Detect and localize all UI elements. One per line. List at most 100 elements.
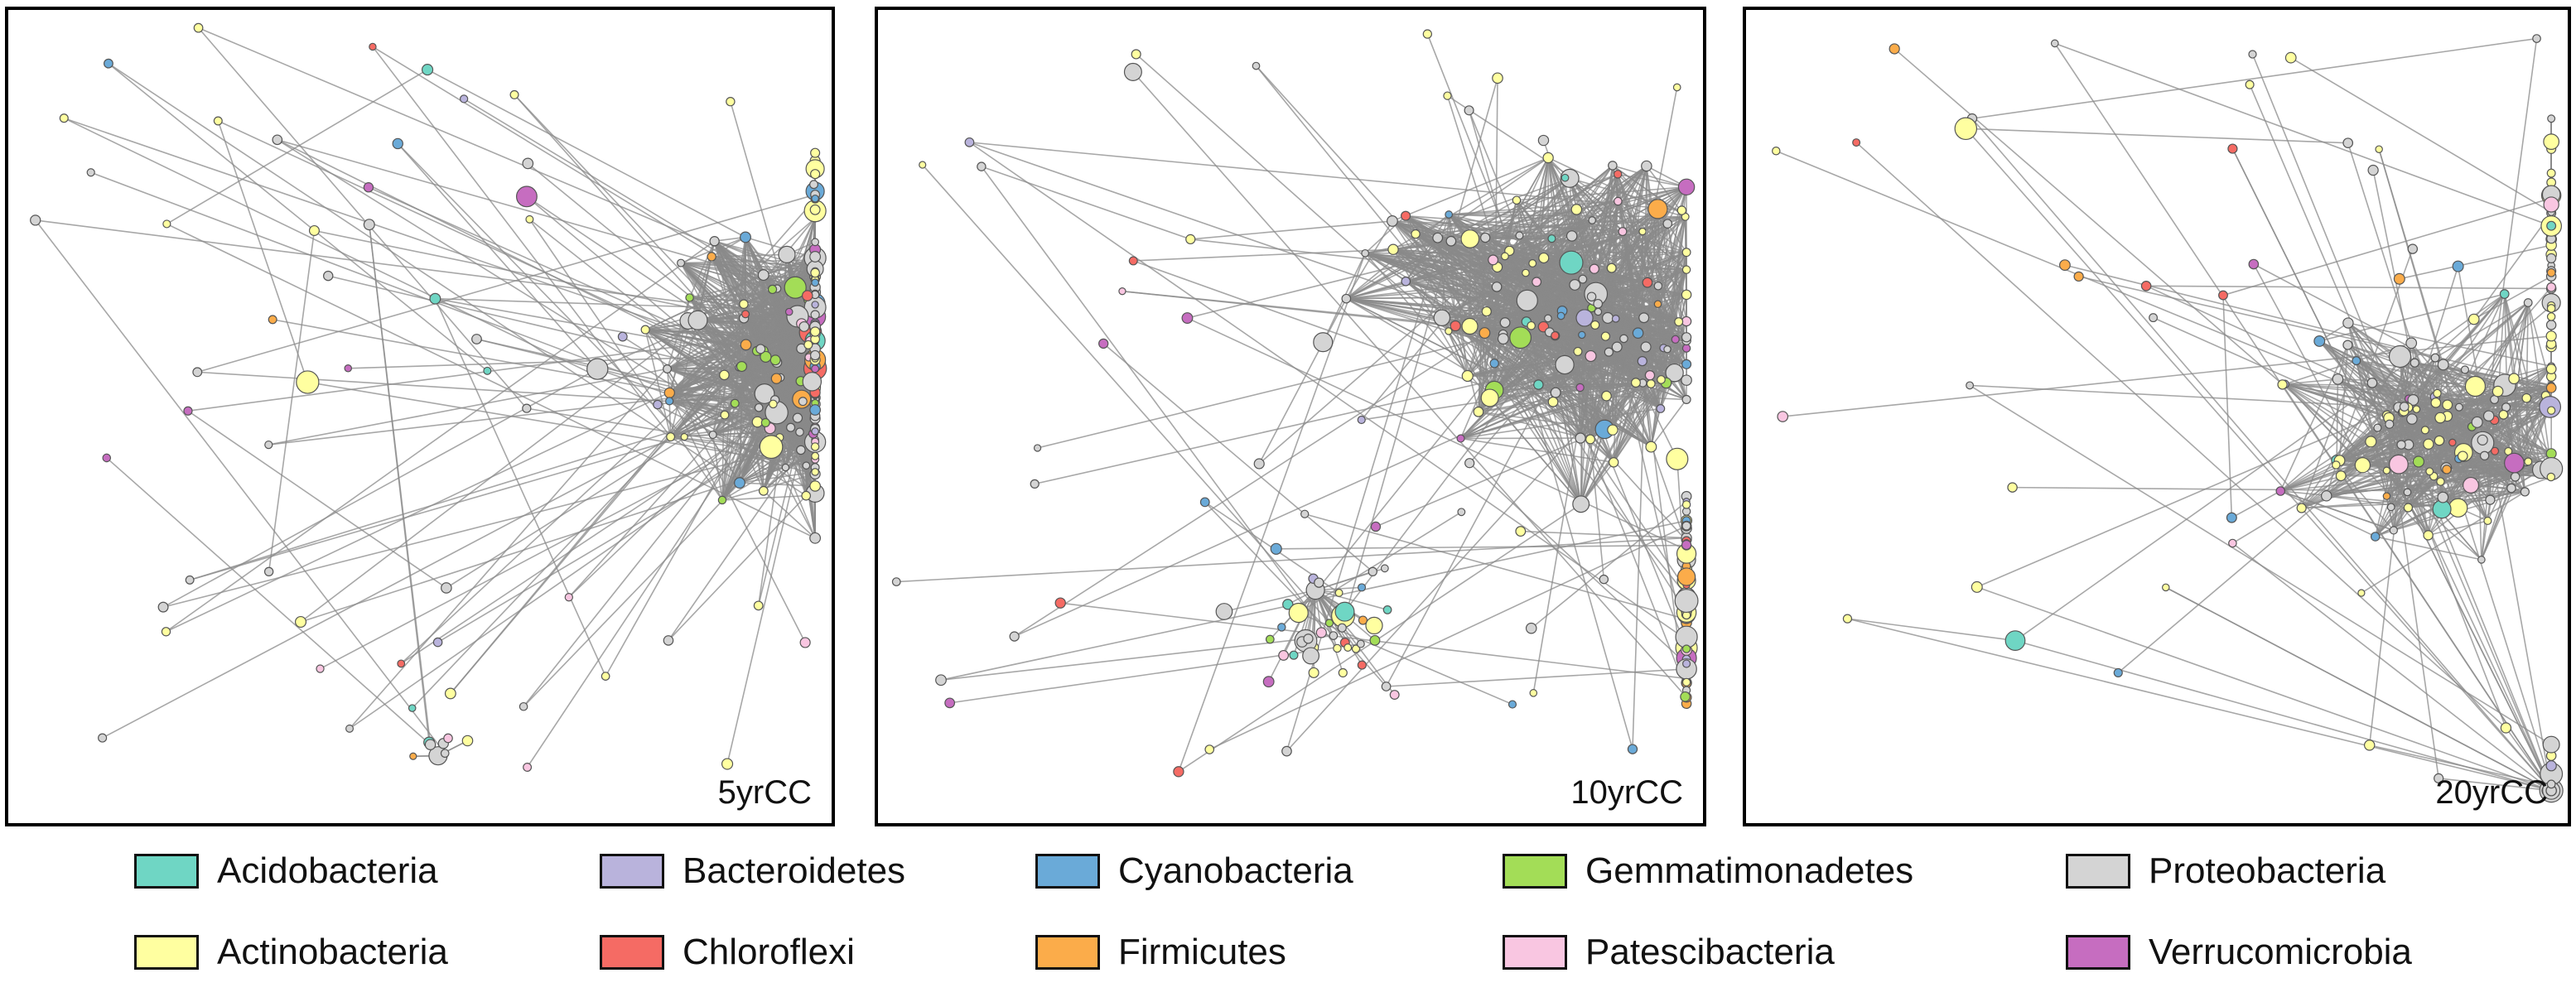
network-node: [1645, 441, 1657, 453]
network-node: [964, 137, 975, 147]
network-edge: [1657, 303, 1680, 323]
network-node: [1611, 315, 1620, 323]
network-node: [802, 372, 822, 392]
network-edge: [1298, 511, 1462, 614]
network-node: [1303, 633, 1314, 644]
network-edge: [644, 329, 816, 404]
network-edge: [1660, 294, 1687, 409]
network-node: [1613, 170, 1623, 179]
network-edge: [268, 381, 813, 446]
network-node: [1538, 252, 1550, 264]
network-node: [751, 416, 764, 428]
network-node: [1572, 495, 1590, 513]
network-node: [1270, 542, 1282, 555]
network-node: [1681, 344, 1691, 353]
network-node: [810, 442, 820, 451]
network-node: [1681, 521, 1691, 531]
network-edge: [435, 297, 816, 312]
network-node: [1666, 447, 1689, 470]
network-edge: [1484, 237, 1687, 365]
network-node: [1681, 332, 1692, 343]
network-edge: [1571, 235, 1668, 350]
network-node: [1604, 347, 1614, 357]
network-node: [193, 22, 204, 33]
network-edge: [1315, 589, 1388, 611]
network-node: [811, 468, 819, 476]
network-node: [1341, 293, 1352, 304]
network-edge: [102, 361, 816, 739]
network-edge: [166, 69, 428, 225]
network-node: [98, 733, 108, 743]
network-node: [1601, 390, 1612, 402]
network-node: [1575, 432, 1586, 444]
network-node: [1600, 331, 1611, 341]
network-node: [1611, 341, 1623, 353]
network-node: [157, 601, 169, 613]
network-edge: [805, 465, 816, 538]
network-edge: [668, 400, 816, 460]
nodes-group: [891, 29, 1699, 778]
network-node: [1488, 254, 1499, 266]
network-edge: [1569, 177, 1623, 233]
network-node: [104, 58, 113, 69]
network-node: [717, 495, 727, 505]
network-node: [1662, 219, 1673, 229]
network-node: [1324, 619, 1334, 628]
network-edge: [277, 139, 803, 400]
network-node: [183, 406, 193, 416]
network-edge: [1532, 263, 1562, 316]
network-edge: [1346, 286, 1498, 300]
network-edge: [1564, 364, 1614, 431]
network-node: [1337, 623, 1347, 633]
network-edge: [1341, 78, 1498, 629]
network-node: [86, 168, 95, 177]
network-edge: [1650, 398, 1687, 448]
network-edge: [2434, 301, 2529, 359]
network-edge: [1286, 321, 1680, 752]
network-node: [471, 334, 482, 344]
network-edge: [1538, 346, 1647, 386]
network-node: [1450, 320, 1461, 332]
network-node: [408, 704, 417, 712]
network-edge: [1304, 513, 1687, 620]
network-edge: [760, 348, 816, 431]
network-edge: [1449, 200, 1618, 215]
network-edge: [1560, 231, 1623, 316]
network-edge: [1616, 346, 1687, 646]
network-node: [730, 398, 740, 408]
network-node: [769, 399, 778, 409]
network-node: [392, 137, 403, 150]
network-node: [1607, 424, 1618, 436]
network-node: [363, 219, 375, 231]
network-node: [1593, 298, 1604, 309]
network-edge: [668, 429, 816, 641]
network-edge: [427, 69, 746, 238]
network-node: [1313, 332, 1334, 353]
network-edge: [166, 223, 816, 539]
network-edge: [434, 298, 606, 677]
network-node: [1647, 199, 1668, 219]
network-node: [1632, 327, 1644, 339]
network-node: [1594, 307, 1603, 316]
network-node: [1619, 334, 1628, 344]
network-node: [640, 325, 650, 335]
network-edge: [922, 164, 1387, 687]
network-node: [441, 582, 452, 594]
network-edge: [1564, 177, 1605, 580]
network-edge: [711, 236, 746, 258]
network-node: [1445, 327, 1453, 335]
network-graph: [891, 29, 1699, 778]
network-node: [1627, 744, 1638, 754]
network-edge: [1571, 235, 1687, 338]
network-edge: [1178, 503, 1582, 773]
network-edge: [1392, 157, 1549, 222]
network-node: [1300, 509, 1310, 518]
network-node: [515, 185, 538, 208]
network-node: [1492, 72, 1503, 84]
network-node: [1674, 317, 1684, 327]
network-node: [344, 364, 353, 373]
network-node: [1681, 248, 1691, 258]
network-node: [809, 404, 822, 416]
network-node: [1681, 394, 1691, 404]
network-edge: [1187, 317, 1687, 551]
